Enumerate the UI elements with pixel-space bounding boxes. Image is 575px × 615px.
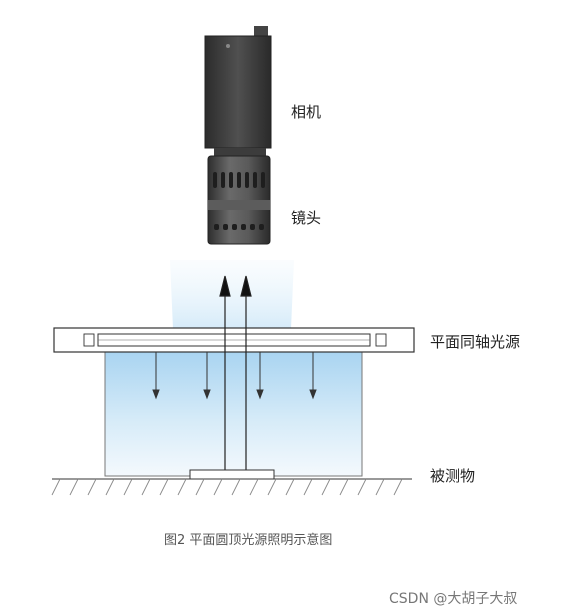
measured-object [189, 469, 275, 480]
camera-label: 相机 [291, 103, 322, 121]
lens-grip-ring-top [213, 172, 265, 188]
lens-label: 镜头 [291, 209, 322, 227]
camera-mount [214, 148, 266, 156]
incident-light-arrows [152, 352, 317, 400]
camera-screw-icon [226, 44, 230, 48]
light-source-label: 平面同轴光源 [430, 333, 521, 351]
camera-connector [254, 26, 268, 38]
figure-caption: 图2 平面圆顶光源照明示意图 [164, 533, 333, 548]
camera-body [204, 35, 272, 149]
light-source-led-right [375, 333, 387, 347]
lens [207, 155, 271, 245]
object-label: 被测物 [430, 467, 476, 485]
illumination-chamber [104, 351, 363, 477]
camera [204, 26, 272, 156]
coaxial-light-source [53, 327, 415, 353]
watermark: CSDN @大胡子大叔 [389, 591, 518, 607]
light-source-led-left [83, 333, 95, 347]
lens-grip-ring-bottom [214, 224, 264, 230]
reflected-light-arrows [219, 275, 252, 472]
ground [51, 478, 412, 496]
lens-band [208, 200, 270, 210]
